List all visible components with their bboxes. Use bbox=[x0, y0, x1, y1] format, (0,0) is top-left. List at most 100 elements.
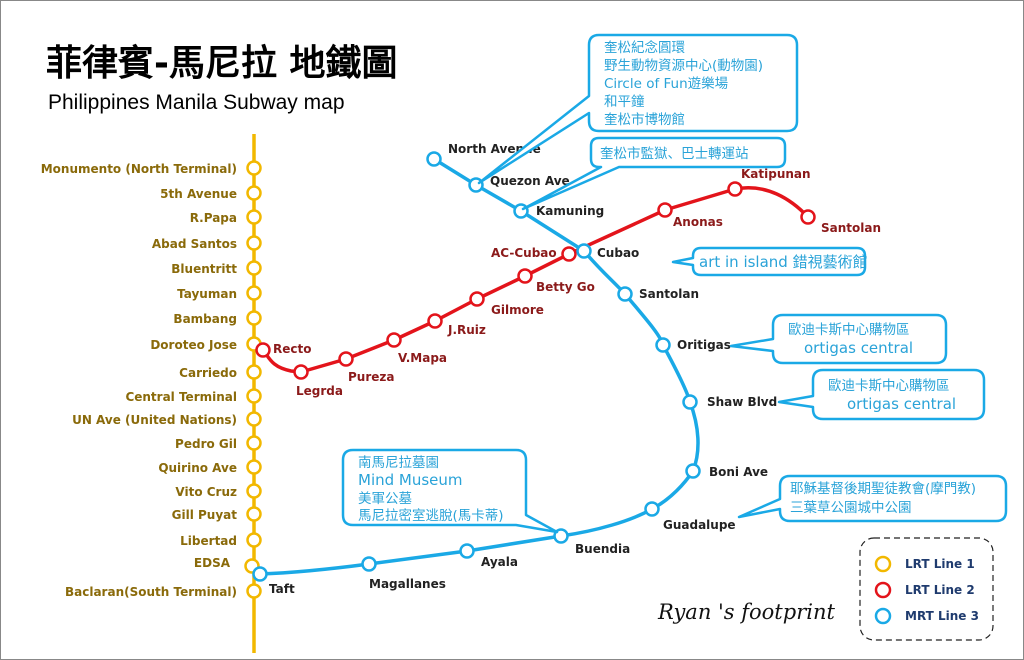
map-title-en: Philippines Manila Subway map bbox=[48, 91, 345, 114]
lrt2-station-label: Santolan bbox=[821, 221, 881, 235]
lrt1-station-label: EDSA bbox=[194, 556, 231, 570]
lrt1-station-dot bbox=[246, 388, 262, 404]
mrt3-station-7[interactable]: Shaw Blvd bbox=[682, 394, 778, 410]
mrt3-station-4[interactable]: Cubao bbox=[576, 243, 640, 261]
lrt2-station-5[interactable]: J.Ruiz bbox=[427, 313, 486, 338]
lrt1-station-label: R.Papa bbox=[190, 211, 237, 225]
lrt2-station-dot bbox=[293, 364, 309, 380]
lrt1-station-1[interactable]: Monumento (North Terminal) bbox=[41, 160, 262, 177]
mrt3-station-dot bbox=[459, 543, 475, 559]
lrt1-station-4[interactable]: Abad Santos bbox=[152, 235, 262, 252]
callout-buendia: 南馬尼拉墓園 Mind Museum 美軍公墓 馬尼拉密室逃脫(馬卡蒂) bbox=[341, 448, 559, 534]
lrt2-station-label: V.Mapa bbox=[398, 351, 447, 365]
mrt3-station-13[interactable]: Taft bbox=[252, 566, 295, 597]
callout-guadalupe: 耶穌基督後期聖徒教會(摩門教) 三葉草公園城中公園 bbox=[737, 474, 1008, 523]
mrt3-station-6[interactable]: Oritigas bbox=[655, 337, 731, 353]
lrt2-station-8[interactable]: AC-Cubao bbox=[491, 246, 577, 262]
lrt1-station-15[interactable]: Gill Puyat bbox=[172, 506, 262, 523]
legend-box bbox=[859, 537, 994, 641]
map-title-zh: 菲律賓-馬尼拉 地鐵圖 bbox=[46, 42, 397, 84]
lrt1-station-label: Vito Cruz bbox=[175, 485, 237, 499]
lrt1-station-9[interactable]: Carriedo bbox=[179, 364, 262, 381]
mrt3-station-dot bbox=[426, 151, 442, 167]
lrt2-station-4[interactable]: V.Mapa bbox=[386, 332, 448, 366]
lrt1-station-dot bbox=[246, 285, 262, 301]
lrt1-station-17[interactable]: EDSA bbox=[194, 556, 260, 574]
lrt2-station-1[interactable]: Recto bbox=[255, 342, 312, 358]
callout-guadalupe-line: 三葉草公園城中公園 bbox=[790, 500, 912, 516]
lrt2-station-label: AC-Cubao bbox=[491, 246, 557, 260]
lrt2-station-dot bbox=[469, 291, 485, 307]
mrt3-station-5[interactable]: Santolan bbox=[617, 286, 700, 302]
lrt2-station-dot bbox=[386, 332, 402, 348]
mrt3-station-dot bbox=[685, 463, 701, 479]
lrt2-station-label: Gilmore bbox=[491, 303, 544, 317]
lrt1-station-6[interactable]: Tayuman bbox=[177, 285, 262, 302]
lrt1-station-label: Bluentritt bbox=[171, 262, 237, 276]
mrt3-station-11[interactable]: Ayala bbox=[459, 543, 519, 570]
lrt2-track bbox=[261, 186, 810, 374]
lrt1-station-11[interactable]: UN Ave (United Nations) bbox=[72, 411, 262, 428]
lrt1-station-dot bbox=[246, 411, 262, 427]
lrt1-station-16[interactable]: Libertad bbox=[180, 532, 262, 549]
lrt1-station-label: Baclaran(South Terminal) bbox=[65, 585, 237, 599]
callout-kamuning: 奎松市監獄、巴士轉運站 bbox=[521, 136, 787, 211]
lrt2-station-dot bbox=[255, 342, 271, 358]
legend-label: LRT Line 2 bbox=[905, 583, 975, 597]
callout-quezon-line: 和平鐘 bbox=[604, 93, 645, 110]
mrt3-station-2[interactable]: Quezon Ave bbox=[468, 174, 570, 193]
legend-lrt1-icon bbox=[874, 555, 892, 573]
lrt2-station-label: Anonas bbox=[673, 215, 723, 229]
mrt3-station-3[interactable]: Kamuning bbox=[513, 203, 605, 219]
legend: LRT Line 1 LRT Line 2 MRT Line 3 bbox=[859, 537, 994, 641]
lrt1-station-3[interactable]: R.Papa bbox=[190, 209, 262, 226]
lrt2-station-dot bbox=[657, 202, 673, 218]
lrt1-station-dot bbox=[246, 310, 262, 326]
lrt2-station-2[interactable]: Legrda bbox=[293, 364, 343, 399]
mrt3-station-dot bbox=[361, 556, 377, 572]
mrt3-station-12[interactable]: Magallanes bbox=[361, 556, 446, 592]
callout-quezon-line: Circle of Fun遊樂場 bbox=[604, 75, 728, 92]
lrt1-station-12[interactable]: Pedro Gil bbox=[175, 435, 262, 452]
lrt2-station-11[interactable]: Santolan bbox=[800, 209, 882, 236]
lrt1-station-label: Tayuman bbox=[177, 287, 237, 301]
lrt2-station-6[interactable]: Gilmore bbox=[469, 291, 544, 318]
mrt3-station-9[interactable]: Guadalupe bbox=[644, 501, 736, 533]
lrt1-station-label: Abad Santos bbox=[152, 237, 237, 251]
callout-buendia-line: 馬尼拉密室逃脫(馬卡蒂) bbox=[358, 507, 504, 524]
lrt1-station-7[interactable]: Bambang bbox=[173, 310, 262, 327]
lrt1-station-8[interactable]: Doroteo Jose bbox=[150, 336, 262, 353]
mrt3-station-label: Buendia bbox=[575, 542, 630, 556]
lrt1-station-14[interactable]: Vito Cruz bbox=[175, 483, 262, 500]
mrt3-station-10[interactable]: Buendia bbox=[553, 528, 631, 557]
callout-guadalupe-box bbox=[737, 474, 1008, 523]
lrt1-station-label: Monumento (North Terminal) bbox=[41, 162, 237, 176]
mrt3-station-8[interactable]: Boni Ave bbox=[685, 463, 769, 480]
lrt2-station-7[interactable]: Betty Go bbox=[517, 268, 595, 295]
callout-cubao: art in island 錯視藝術館 bbox=[671, 246, 868, 277]
lrt1-station-13[interactable]: Quirino Ave bbox=[158, 459, 262, 476]
lrt2-station-label: Betty Go bbox=[536, 280, 595, 294]
callout-ortigas: 歐迪卡斯中心購物區 ortigas central bbox=[729, 313, 948, 365]
mrt3-station-label: Cubao bbox=[597, 246, 639, 260]
mrt3-station-dot bbox=[576, 243, 592, 259]
lrt1-station-label: Quirino Ave bbox=[158, 461, 237, 475]
lrt1-station-dot bbox=[246, 483, 262, 499]
lrt1-station-10[interactable]: Central Terminal bbox=[125, 388, 262, 405]
lrt2-station-10[interactable]: Katipunan bbox=[727, 167, 811, 197]
lrt2-station-label: Legrda bbox=[296, 384, 343, 398]
mrt3-station-label: Oritigas bbox=[677, 338, 731, 352]
lrt1-station-2[interactable]: 5th Avenue bbox=[160, 185, 262, 202]
callout-guadalupe-line: 耶穌基督後期聖徒教會(摩門教) bbox=[790, 480, 976, 497]
callout-shaw-line: ortigas central bbox=[847, 395, 956, 413]
legend-lrt2-icon bbox=[874, 581, 892, 599]
callout-buendia-line: 南馬尼拉墓園 bbox=[358, 455, 439, 471]
lrt1-station-5[interactable]: Bluentritt bbox=[171, 260, 262, 277]
lrt2-station-3[interactable]: Pureza bbox=[338, 351, 395, 385]
lrt1-station-18[interactable]: Baclaran(South Terminal) bbox=[65, 583, 262, 600]
legend-item-lrt2: LRT Line 2 bbox=[874, 581, 975, 599]
lrt2-station-9[interactable]: Anonas bbox=[657, 202, 723, 230]
lrt1-station-label: UN Ave (United Nations) bbox=[72, 413, 237, 427]
lrt2-station-dot bbox=[517, 268, 533, 284]
